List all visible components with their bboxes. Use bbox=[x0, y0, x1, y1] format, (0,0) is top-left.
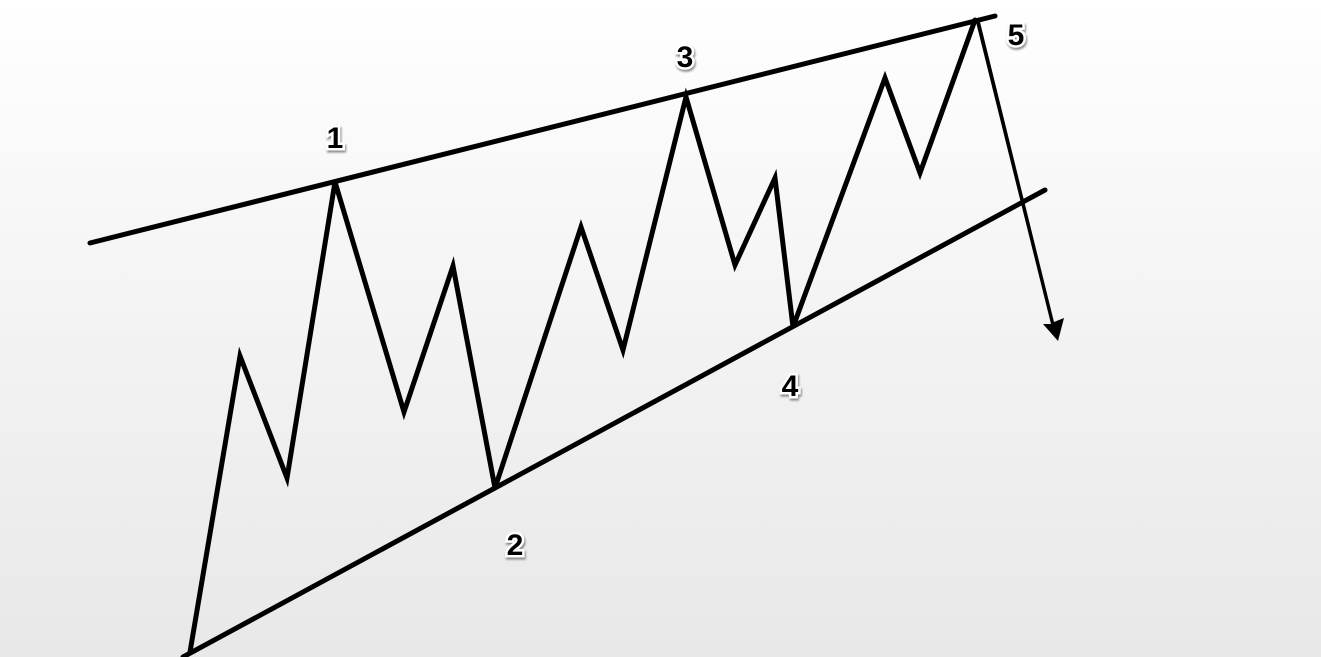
price-wave-path bbox=[187, 17, 978, 655]
wave-label-4: 4 bbox=[782, 370, 799, 403]
upper-trendline bbox=[87, 13, 998, 246]
wave-label-1: 1 bbox=[327, 122, 344, 155]
lower-trendline bbox=[180, 187, 1048, 657]
wave-label-3: 3 bbox=[677, 41, 694, 74]
wave-label-2: 2 bbox=[507, 529, 524, 562]
wave-label-5: 5 bbox=[1008, 19, 1025, 52]
breakdown-arrow bbox=[976, 22, 1064, 341]
